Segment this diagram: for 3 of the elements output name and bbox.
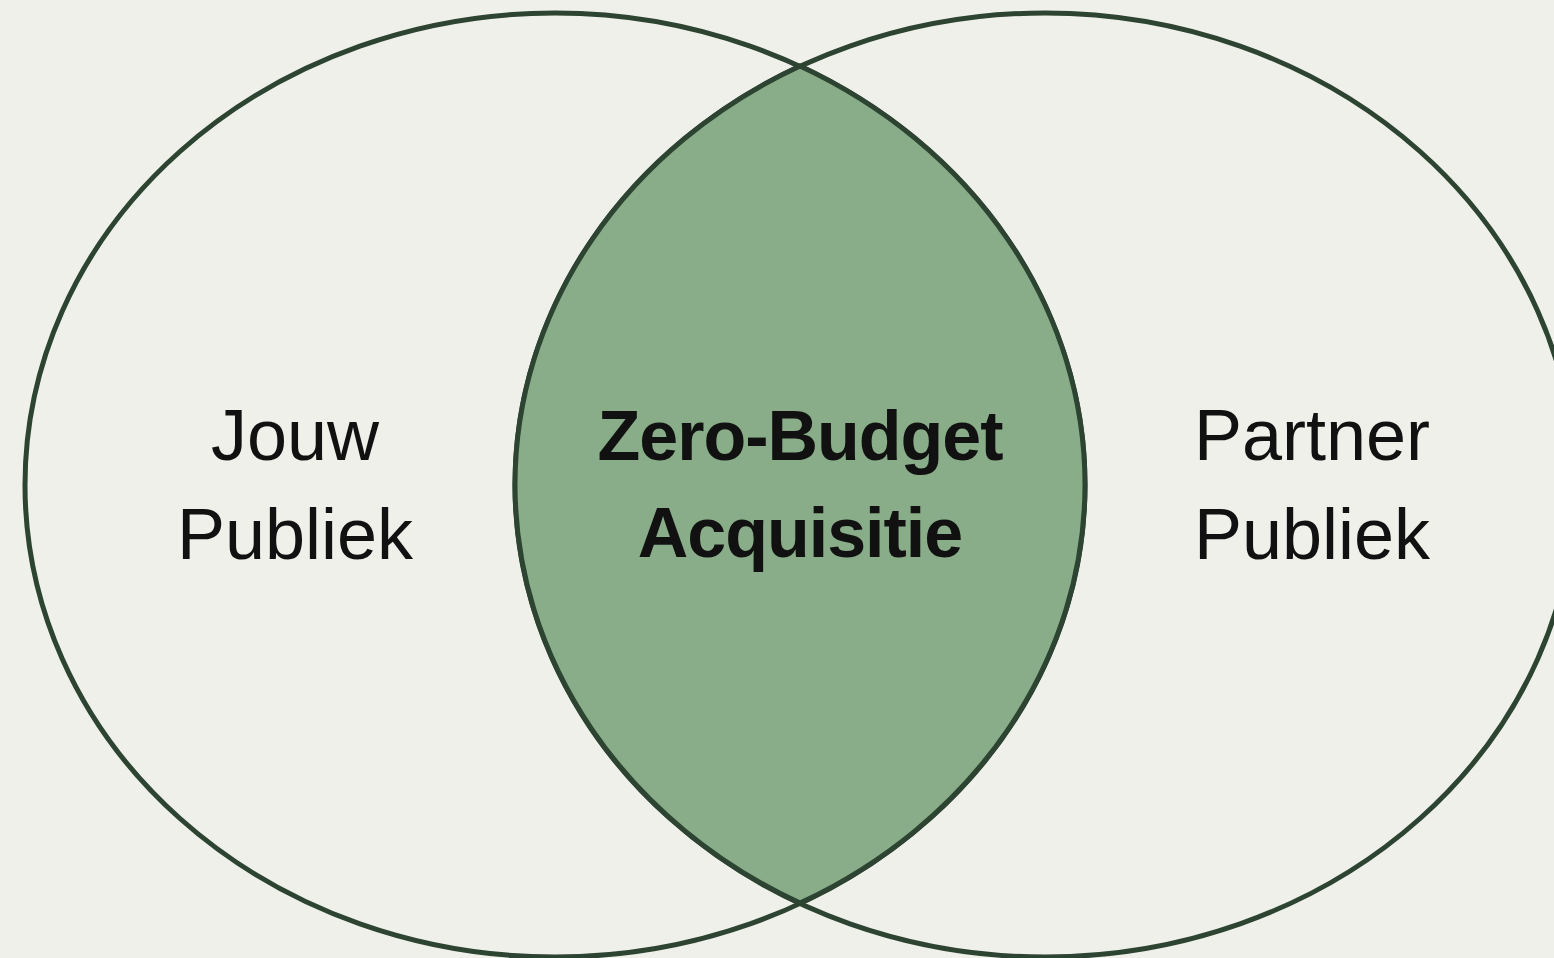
- circle-label: Partner Publiek: [1192, 393, 1432, 576]
- overlap-label: Zero-Budget Acquisitie: [596, 396, 1004, 574]
- circle-label: Jouw Publiek: [175, 393, 415, 576]
